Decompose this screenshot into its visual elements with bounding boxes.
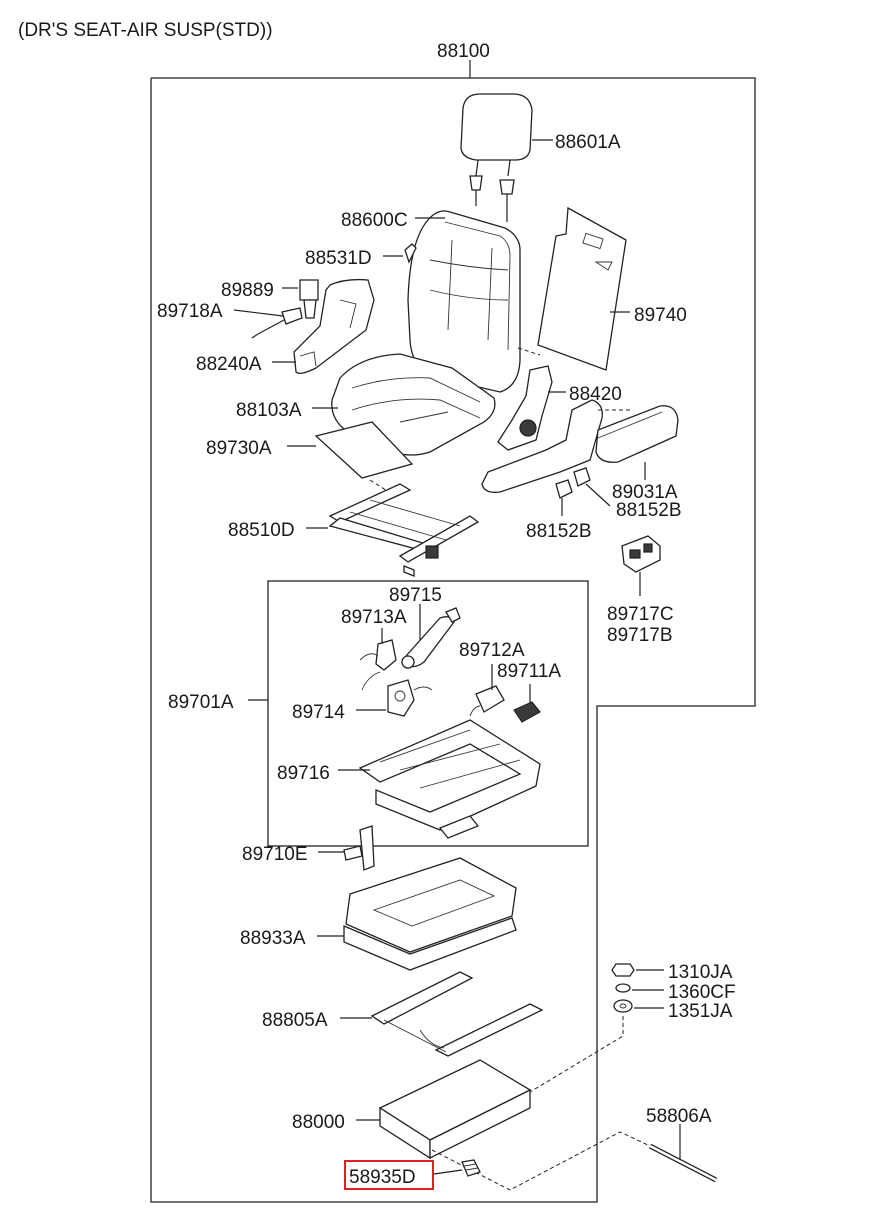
label-88510D[interactable]: 88510D (228, 520, 295, 541)
label-89730A[interactable]: 89730A (206, 438, 272, 459)
label-89715[interactable]: 89715 (389, 585, 442, 606)
label-89710E[interactable]: 89710E (242, 844, 308, 865)
valve-a-part (359, 639, 397, 691)
label-88152B-left[interactable]: 88152B (526, 521, 592, 542)
buckle-part (251, 279, 319, 339)
assembly-outline (150, 60, 756, 1203)
heater-pad-part (314, 421, 414, 479)
label-89889[interactable]: 89889 (221, 280, 274, 301)
label-58806A[interactable]: 58806A (646, 1106, 712, 1127)
armrest-part (595, 405, 679, 463)
label-89717B[interactable]: 89717B (607, 625, 673, 646)
diagram-title: (DR'S SEAT-AIR SUSP(STD)) (18, 20, 273, 41)
label-88420[interactable]: 88420 (569, 384, 622, 405)
susp-frame-part (358, 719, 541, 839)
label-88531D[interactable]: 88531D (305, 248, 372, 269)
label-88805A[interactable]: 88805A (262, 1010, 328, 1031)
compressor-part (387, 679, 433, 717)
label-1310JA[interactable]: 1310JA (668, 962, 733, 983)
label-89740[interactable]: 89740 (634, 305, 687, 326)
label-89701A[interactable]: 89701A (168, 692, 234, 713)
label-58935D[interactable]: 58935D (349, 1167, 416, 1188)
label-89714[interactable]: 89714 (292, 702, 345, 723)
base-cover-part (343, 857, 517, 971)
label-89717C[interactable]: 89717C (607, 604, 674, 625)
guide-part (404, 243, 417, 264)
side-cover-part (293, 278, 375, 374)
track-part (328, 483, 480, 577)
valve-bc-part (469, 685, 541, 723)
highlight-box (344, 1160, 434, 1190)
headrest-part (460, 93, 533, 222)
label-88601A[interactable]: 88601A (555, 132, 621, 153)
label-88152B-right[interactable]: 88152B (616, 500, 682, 521)
back-panel-part (537, 206, 627, 371)
air-spring-part (401, 607, 461, 669)
label-88100[interactable]: 88100 (437, 41, 490, 62)
label-1351JA[interactable]: 1351JA (668, 1001, 733, 1022)
riser-part (378, 1059, 532, 1160)
hardware-parts (611, 963, 635, 1013)
rod-part (648, 1143, 718, 1183)
label-89713A[interactable]: 89713A (341, 607, 407, 628)
label-88933A[interactable]: 88933A (240, 928, 306, 949)
label-88103A[interactable]: 88103A (236, 400, 302, 421)
seatback-part (407, 210, 521, 393)
cover-parts (555, 467, 591, 499)
label-88240A[interactable]: 88240A (196, 354, 262, 375)
slide-rail-part (370, 971, 544, 1057)
bolt-58935D-part (461, 1159, 481, 1177)
label-89716[interactable]: 89716 (277, 763, 330, 784)
label-89031A[interactable]: 89031A (612, 482, 678, 503)
suspension-box (267, 580, 589, 847)
switch-part (621, 535, 661, 573)
label-89711A[interactable]: 89711A (497, 661, 561, 682)
bracket-part (343, 825, 375, 871)
label-89712A[interactable]: 89712A (459, 640, 525, 661)
recliner-part (481, 365, 603, 493)
label-1360CF[interactable]: 1360CF (668, 982, 736, 1003)
label-88000[interactable]: 88000 (292, 1112, 345, 1133)
label-88600C[interactable]: 88600C (341, 210, 408, 231)
label-89718A[interactable]: 89718A (157, 301, 223, 322)
